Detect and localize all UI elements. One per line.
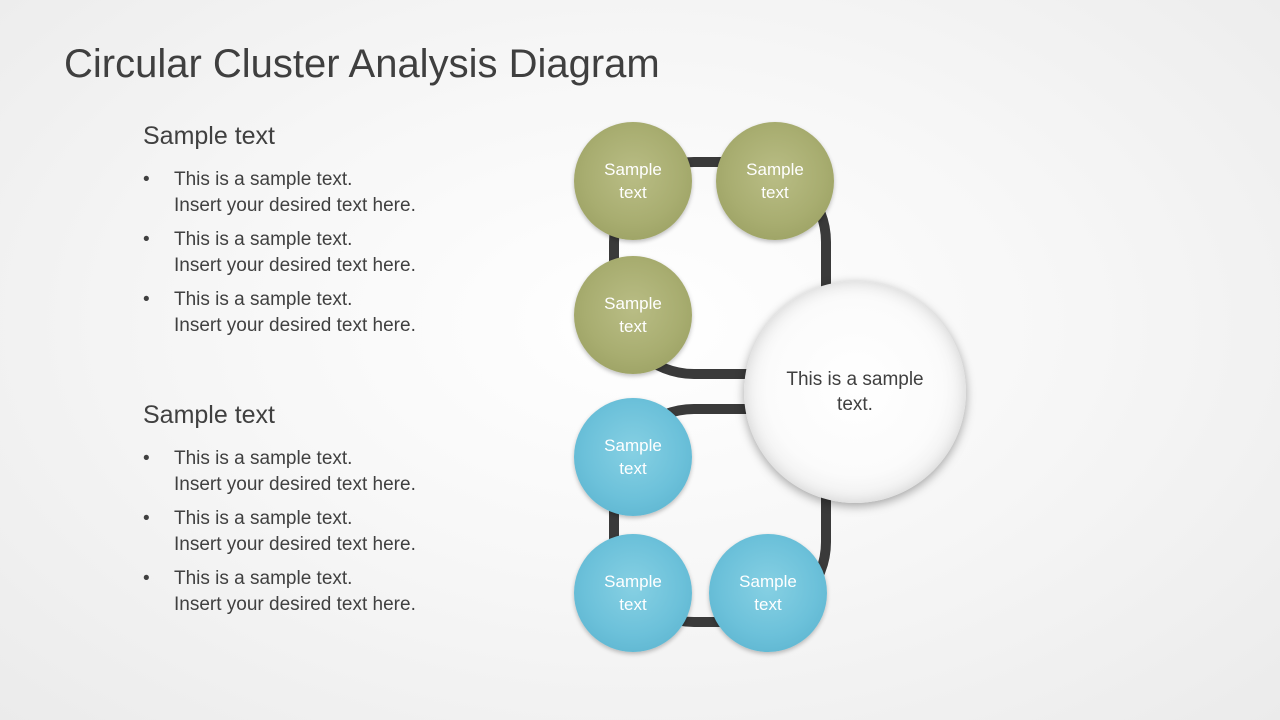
node-label: Sample text — [604, 572, 662, 614]
bullet-line: This is a sample text. — [174, 508, 353, 529]
node-label: Sample text — [604, 436, 662, 478]
bullet-list: • This is a sample text. Insert your des… — [143, 446, 503, 617]
bullet-item: • This is a sample text. Insert your des… — [143, 287, 503, 338]
bullet-item: • This is a sample text. Insert your des… — [143, 167, 503, 218]
center-hub-node[interactable]: This is a sample text. — [744, 281, 966, 503]
bullet-icon: • — [143, 169, 150, 190]
bullet-line: Insert your desired text here. — [174, 314, 416, 336]
center-hub-label: This is a sample text. — [786, 369, 924, 415]
bullet-list: • This is a sample text. Insert your des… — [143, 167, 503, 338]
bullet-icon: • — [143, 568, 150, 589]
green-cluster-node[interactable]: Sample text — [574, 256, 692, 374]
bullet-item: • This is a sample text. Insert your des… — [143, 506, 503, 557]
node-label: Sample text — [739, 572, 797, 614]
bullet-line: This is a sample text. — [174, 229, 353, 250]
text-section-bottom: Sample text • This is a sample text. Ins… — [143, 401, 503, 626]
bullet-item: • This is a sample text. Insert your des… — [143, 227, 503, 278]
bullet-line: Insert your desired text here. — [174, 194, 416, 216]
text-section-top: Sample text • This is a sample text. Ins… — [143, 122, 503, 347]
bullet-line: This is a sample text. — [174, 568, 353, 589]
bullet-line: Insert your desired text here. — [174, 473, 416, 495]
bullet-icon: • — [143, 448, 150, 469]
bullet-icon: • — [143, 229, 150, 250]
bullet-icon: • — [143, 508, 150, 529]
bullet-line: This is a sample text. — [174, 169, 353, 190]
bullet-line: Insert your desired text here. — [174, 593, 416, 615]
node-label: Sample text — [604, 294, 662, 336]
green-cluster-node[interactable]: Sample text — [716, 122, 834, 240]
blue-cluster-node[interactable]: Sample text — [574, 534, 692, 652]
bullet-icon: • — [143, 289, 150, 310]
bullet-line: This is a sample text. — [174, 289, 353, 310]
node-label: Sample text — [604, 160, 662, 202]
bullet-item: • This is a sample text. Insert your des… — [143, 446, 503, 497]
section-heading: Sample text — [143, 401, 276, 429]
bullet-line: Insert your desired text here. — [174, 533, 416, 555]
bullet-line: This is a sample text. — [174, 448, 353, 469]
bullet-line: Insert your desired text here. — [174, 254, 416, 276]
blue-cluster-node[interactable]: Sample text — [709, 534, 827, 652]
green-cluster-node[interactable]: Sample text — [574, 122, 692, 240]
slide-title: Circular Cluster Analysis Diagram — [64, 42, 660, 86]
node-label: Sample text — [746, 160, 804, 202]
bullet-item: • This is a sample text. Insert your des… — [143, 566, 503, 617]
section-heading: Sample text — [143, 122, 276, 150]
blue-cluster-node[interactable]: Sample text — [574, 398, 692, 516]
